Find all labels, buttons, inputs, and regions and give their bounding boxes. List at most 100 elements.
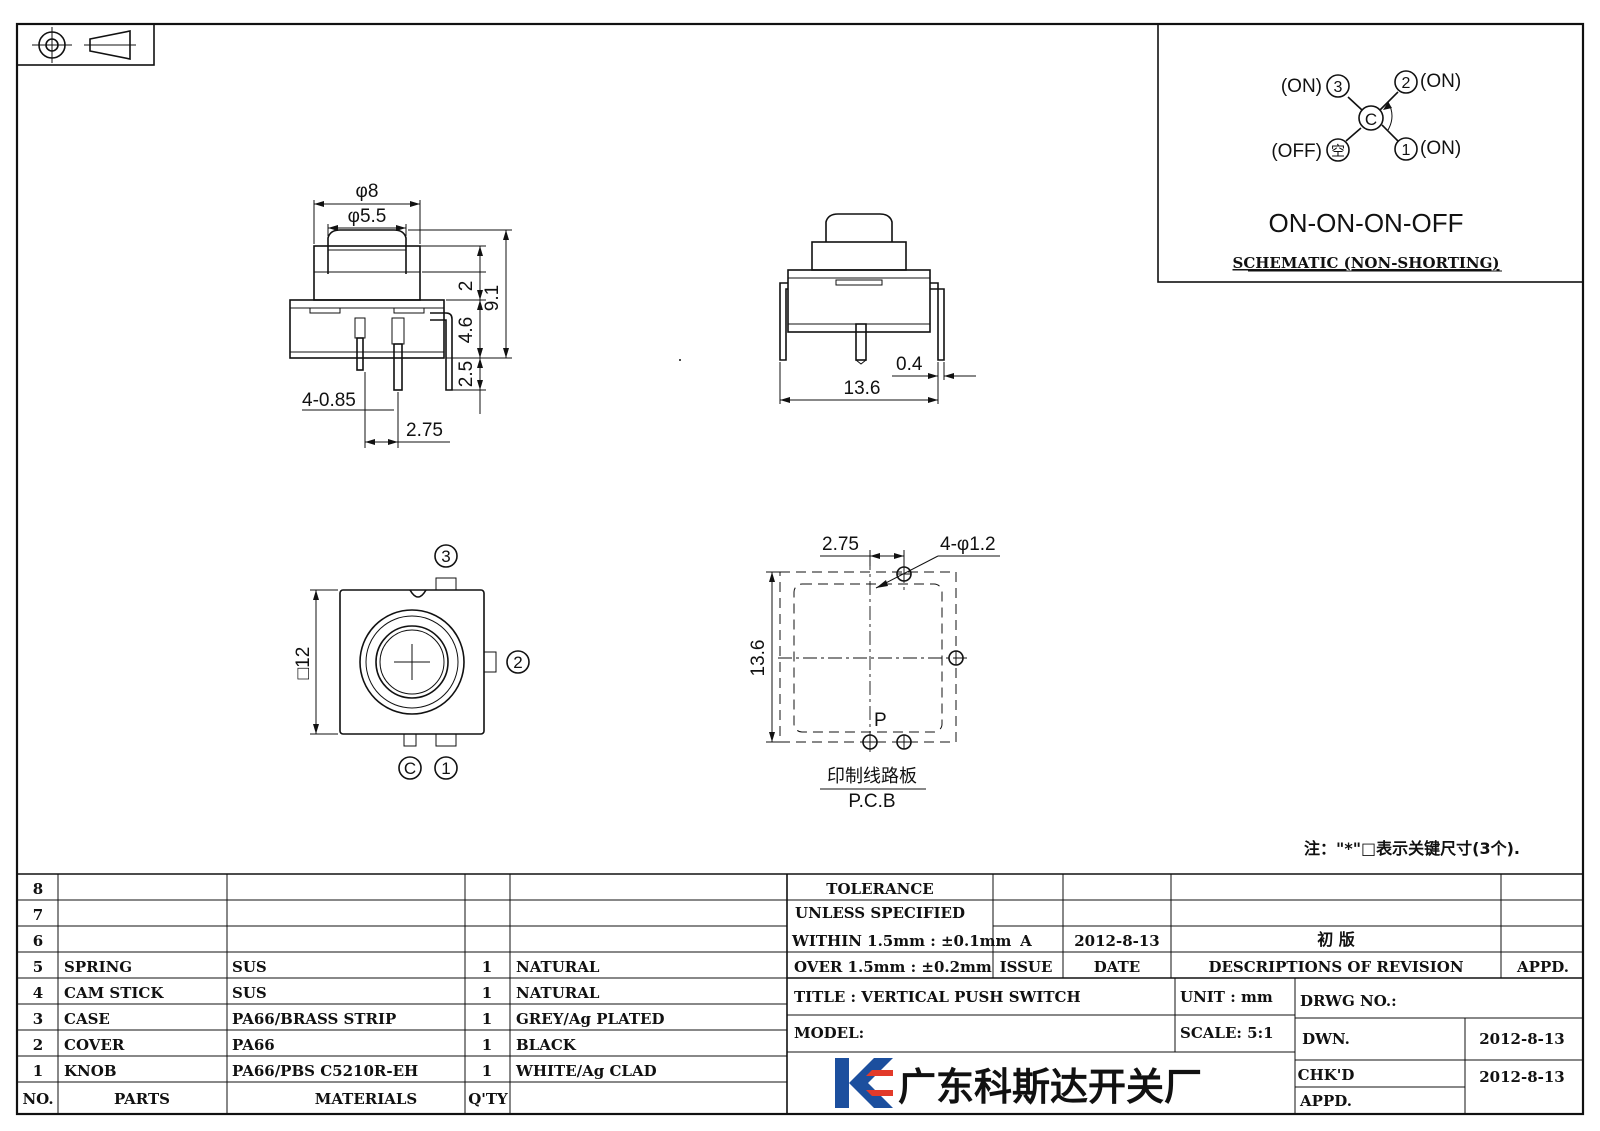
projection-symbol-icon	[16, 23, 155, 66]
company-name: 广东科斯达开关厂	[898, 1065, 1202, 1109]
row-no: 7	[33, 906, 43, 924]
parts-header-row: NO. PARTS MATERIALS Q'TY	[22, 1090, 508, 1108]
parts-row-5: 5 SPRING SUS 1 NATURAL	[33, 958, 600, 976]
row-no: 6	[33, 932, 43, 950]
date-label: DATE	[1094, 958, 1140, 976]
scale-value: SCALE: 5:1	[1180, 1024, 1274, 1042]
row-material: PA66/BRASS STRIP	[232, 1010, 396, 1028]
row-finish: NATURAL	[516, 984, 600, 1002]
top-view: 3 2 C 1 □12	[293, 544, 530, 780]
row-qty: 1	[482, 984, 492, 1002]
top-term3: 3	[441, 547, 450, 566]
tolerance-line-2: UNLESS SPECIFIED	[795, 904, 965, 922]
row-finish: BLACK	[516, 1036, 577, 1054]
front-h-pin: 2.5	[456, 361, 477, 387]
revision-description: 初 版	[1317, 930, 1355, 949]
issue-label: ISSUE	[1000, 958, 1053, 976]
row-part: COVER	[64, 1036, 125, 1054]
front-pin-dia: 4-0.85	[302, 390, 356, 411]
parts-row-7: 7	[33, 906, 43, 924]
parts-row-1: 1 KNOB PA66/PBS C5210R-EH 1 WHITE/Ag CLA…	[33, 1062, 657, 1080]
pcb-holes: 4-φ1.2	[940, 534, 996, 555]
top-term2: 2	[513, 653, 522, 672]
tolerance-line-1: TOLERANCE	[826, 880, 933, 898]
row-no: 2	[33, 1036, 43, 1054]
row-part: KNOB	[64, 1062, 117, 1080]
row-no: 3	[33, 1010, 43, 1028]
pcb-p-label: P	[874, 710, 887, 731]
sheet-border	[15, 22, 1585, 1116]
row-material: PA66/PBS C5210R-EH	[232, 1062, 418, 1080]
schematic-off-state: (OFF)	[1271, 141, 1322, 162]
row-qty: 1	[482, 1036, 492, 1054]
parts-table: 8 7 6 5 SPRING SUS 1 NATURAL 4 CAM STICK…	[17, 873, 1583, 1114]
unit-value: UNIT : mm	[1180, 988, 1273, 1006]
pcb-pitch: 2.75	[822, 534, 859, 555]
issue-value: A	[1019, 932, 1032, 950]
parts-row-3: 3 CASE PA66/BRASS STRIP 1 GREY/Ag PLATED	[33, 1010, 665, 1028]
front-h-2: 2	[456, 281, 477, 292]
desc-label: DESCRIPTIONS OF REVISION	[1208, 958, 1463, 976]
row-finish: WHITE/Ag CLAD	[515, 1062, 657, 1080]
row-material: PA66	[232, 1036, 275, 1054]
tolerance-within: WITHIN 1.5mm : ±0.1mm	[791, 932, 1012, 950]
row-material: SUS	[232, 958, 267, 976]
company-logo-icon	[835, 1058, 893, 1108]
row-finish: GREY/Ag PLATED	[516, 1010, 665, 1028]
header-qty: Q'TY	[468, 1090, 508, 1108]
row-part: CAM STICK	[64, 984, 164, 1002]
schematic-term1-number: 1	[1402, 142, 1411, 159]
title-block: TOLERANCE UNLESS SPECIFIED WITHIN 1.5mm …	[787, 874, 1583, 1114]
row-finish: NATURAL	[516, 958, 600, 976]
approved-label: APPD.	[1299, 1092, 1352, 1110]
checked-label: CHK'D	[1298, 1066, 1355, 1084]
model-label: MODEL:	[794, 1024, 864, 1042]
top-term-c: C	[404, 759, 416, 778]
header-materials: MATERIALS	[315, 1090, 418, 1108]
schematic-caption: SCHEMATIC (NON-SHORTING)	[1232, 254, 1499, 272]
top-term1: 1	[441, 759, 450, 778]
row-no: 5	[33, 958, 43, 976]
side-view: 13.6 0.4	[779, 213, 976, 404]
schematic-term3-number: 3	[1334, 79, 1343, 96]
side-thickness: 0.4	[896, 354, 923, 375]
front-pin-pitch: 2.75	[406, 420, 443, 441]
parts-row-8: 8	[33, 880, 43, 898]
parts-row-2: 2 COVER PA66 1 BLACK	[33, 1036, 577, 1054]
date-value: 2012-8-13	[1074, 932, 1160, 950]
drawing-title: TITLE : VERTICAL PUSH SWITCH	[794, 988, 1081, 1006]
header-parts: PARTS	[114, 1090, 170, 1108]
schematic-term1-state: (ON)	[1420, 138, 1461, 159]
front-d-inner: φ5.5	[348, 206, 387, 227]
pcb-label-cn: 印制线路板	[827, 766, 917, 787]
schematic-term3-state: (ON)	[1281, 76, 1322, 97]
drawn-label: DWN.	[1302, 1030, 1350, 1048]
schematic-common-label: C	[1365, 110, 1377, 129]
schematic-term2-number: 2	[1402, 75, 1411, 92]
row-no: 1	[33, 1062, 43, 1080]
schematic-term2-state: (ON)	[1420, 71, 1461, 92]
top-size: □12	[293, 647, 314, 680]
note-text: 注："*"□表示关键尺寸(3个).	[1304, 839, 1520, 858]
schematic-mode: ON-ON-ON-OFF	[1269, 208, 1464, 238]
drawn-date: 2012-8-13	[1479, 1030, 1565, 1048]
row-qty: 1	[482, 1010, 492, 1028]
parts-row-6: 6	[33, 932, 43, 950]
front-h-total: 9.1	[482, 285, 503, 311]
pcb-view: P 2.75 4-φ1.2 13.6 印制线路板 P.C.B	[748, 534, 1000, 812]
row-material: SUS	[232, 984, 267, 1002]
front-h-body: 4.6	[456, 317, 477, 343]
checked-date: 2012-8-13	[1479, 1068, 1565, 1086]
row-no: 8	[33, 880, 43, 898]
front-d-outer: φ8	[356, 181, 379, 202]
schematic-panel: C 3 (ON) 2 (ON) 1 (ON) 空 (OFF) ON-ON-ON-…	[1157, 23, 1584, 283]
header-no: NO.	[22, 1090, 53, 1108]
tolerance-over: OVER 1.5mm : ±0.2mm	[794, 958, 992, 976]
row-part: CASE	[64, 1010, 110, 1028]
pcb-label-en: P.C.B	[848, 791, 895, 812]
row-part: SPRING	[64, 958, 132, 976]
parts-row-4: 4 CAM STICK SUS 1 NATURAL	[33, 984, 600, 1002]
row-qty: 1	[482, 1062, 492, 1080]
schematic-off-number: 空	[1331, 144, 1345, 160]
